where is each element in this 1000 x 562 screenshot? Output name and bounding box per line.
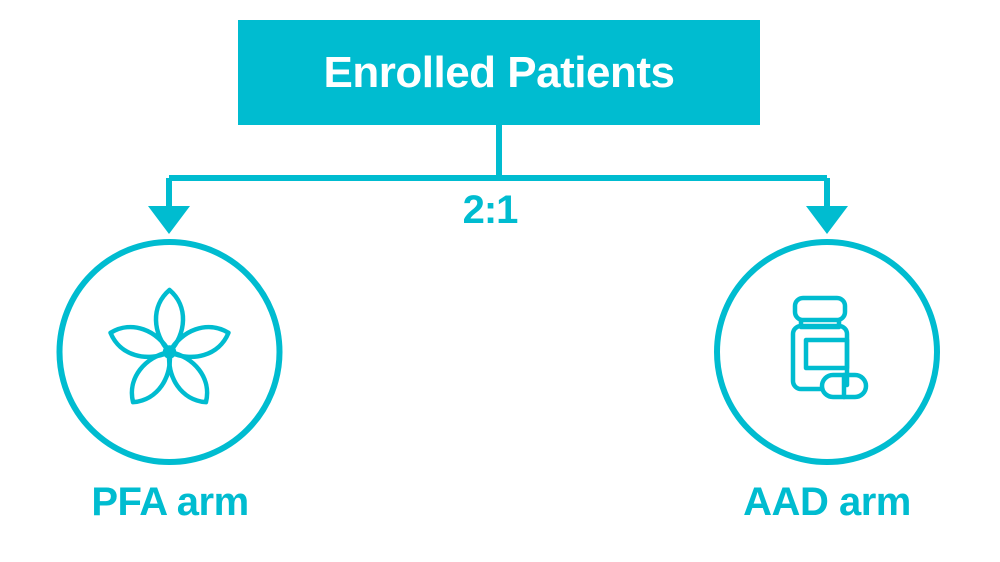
arrowhead-left-icon — [148, 206, 190, 234]
pfa-circle-frame — [56, 239, 283, 465]
flower-catheter-icon — [108, 287, 231, 405]
aad-circle-frame — [714, 239, 940, 465]
aad-arm-label: AAD arm — [743, 480, 911, 524]
arrowhead-right-icon — [806, 206, 848, 234]
pill-bottle-icon — [790, 295, 869, 400]
page-title: Enrolled Patients — [323, 47, 675, 97]
randomization-ratio-label: 2:1 — [462, 188, 519, 232]
enrolled-patients-node: Enrolled Patients — [238, 20, 760, 125]
pfa-arm-label: PFA arm — [91, 480, 249, 524]
